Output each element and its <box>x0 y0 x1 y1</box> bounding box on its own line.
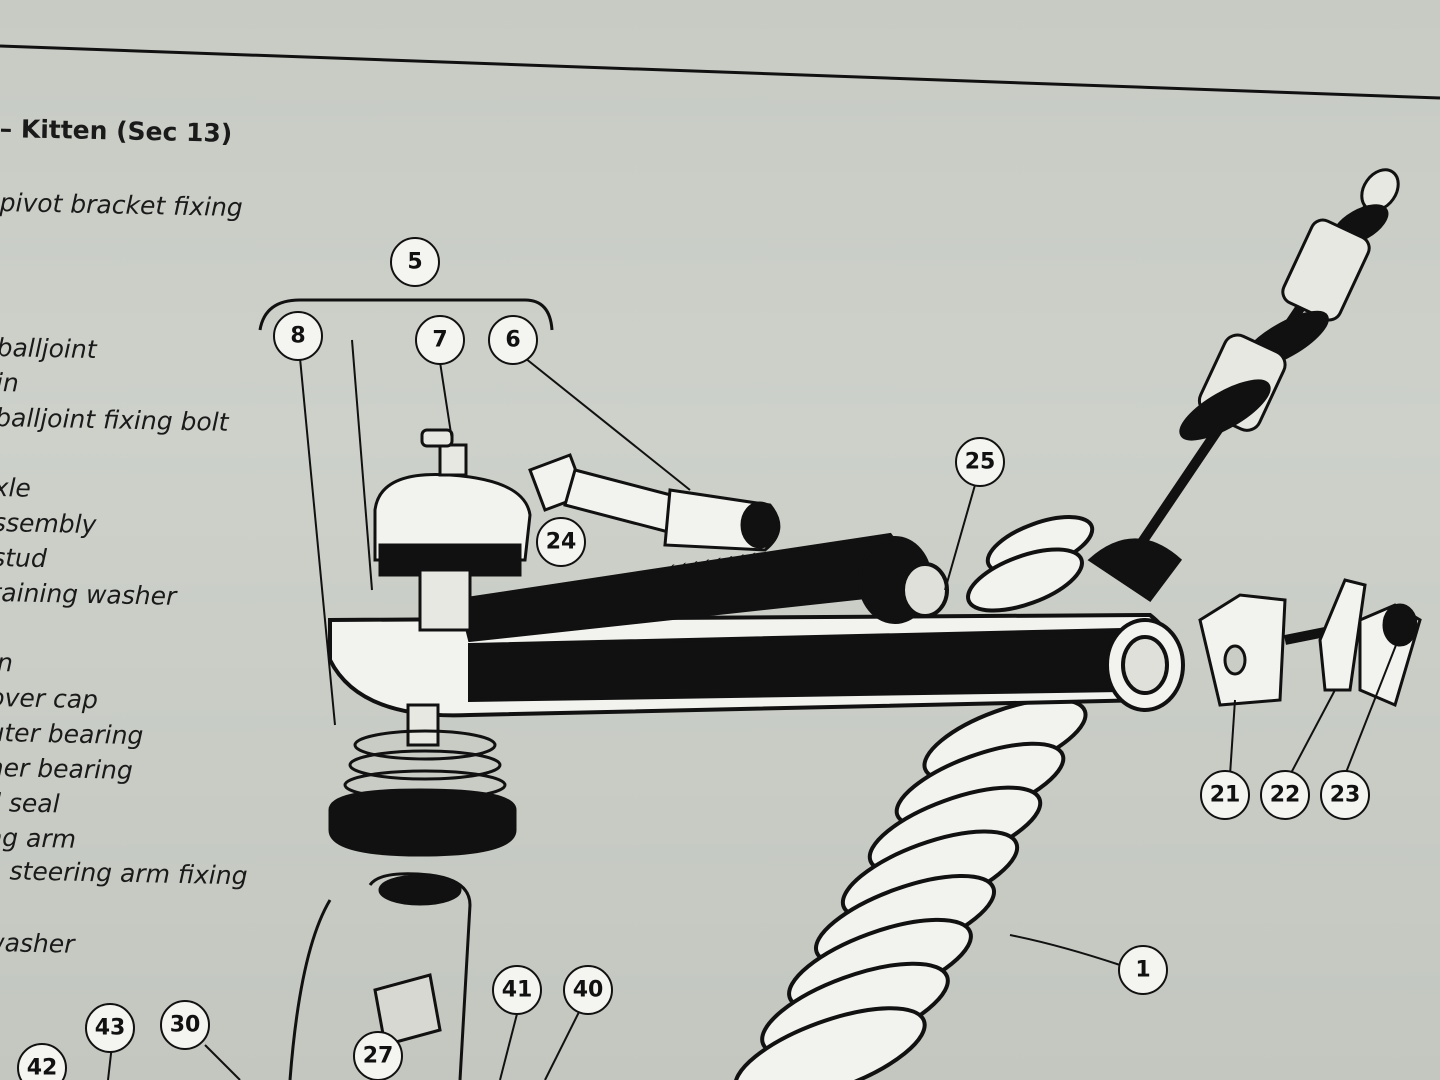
coil-spring <box>733 515 1095 1080</box>
callout-25: 25 <box>955 437 1005 487</box>
callout-24-label: 24 <box>546 530 577 555</box>
callout-24: 24 <box>536 517 586 567</box>
callout-27-label: 27 <box>363 1044 394 1069</box>
callout-40: 40 <box>563 965 613 1015</box>
callout-1-label: 1 <box>1135 958 1150 983</box>
callout-42: 42 <box>17 1043 67 1080</box>
pivot-bolt <box>528 453 781 552</box>
callout-6: 6 <box>488 315 538 365</box>
balljoint <box>373 428 532 632</box>
callout-21: 21 <box>1200 770 1250 820</box>
callout-27: 27 <box>353 1031 403 1080</box>
callout-7: 7 <box>415 315 465 365</box>
callout-bracket-5 <box>258 298 554 331</box>
callout-6-label: 6 <box>505 328 520 353</box>
callout-23: 23 <box>1320 770 1370 820</box>
callout-41-label: 41 <box>502 978 533 1003</box>
callout-30-label: 30 <box>170 1013 201 1038</box>
callout-22-label: 22 <box>1270 783 1301 808</box>
callout-7-label: 7 <box>432 328 447 353</box>
callout-8-label: 8 <box>290 324 305 349</box>
callout-21-label: 21 <box>1210 783 1241 808</box>
callout-5-label: 5 <box>407 250 422 275</box>
vertical-link <box>288 872 472 1080</box>
callout-23-label: 23 <box>1330 783 1361 808</box>
leader-lines <box>107 339 1399 1080</box>
callout-25-label: 25 <box>965 450 996 475</box>
callout-30: 30 <box>160 1000 210 1050</box>
upper-wishbone <box>328 532 1185 718</box>
callout-41: 41 <box>492 965 542 1015</box>
callout-43: 43 <box>85 1003 135 1053</box>
callout-42-label: 42 <box>27 1056 58 1080</box>
callout-40-label: 40 <box>573 978 604 1003</box>
callout-1: 1 <box>1118 945 1168 995</box>
callout-22: 22 <box>1260 770 1310 820</box>
callout-43-label: 43 <box>95 1016 126 1041</box>
callout-5: 5 <box>390 237 440 287</box>
page-rule <box>0 44 1440 100</box>
callout-8: 8 <box>273 311 323 361</box>
lower-boot <box>328 703 517 857</box>
damper-top-mount <box>1087 168 1400 603</box>
fulcrum-bracket <box>1198 578 1422 708</box>
